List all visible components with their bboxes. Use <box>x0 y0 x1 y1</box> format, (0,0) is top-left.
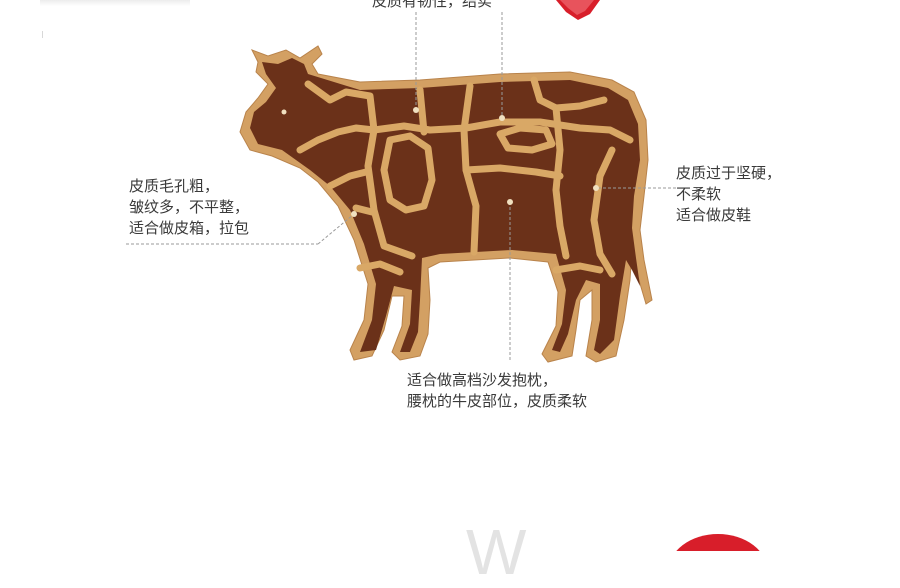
cow-diagram <box>126 0 760 551</box>
marker-dots <box>281 107 599 217</box>
watermark-text: W <box>466 516 526 588</box>
top-left-fragment <box>40 0 190 6</box>
label-left: 皮质毛孔粗， 皱纹多，不平整， 适合做皮箱，拉包 <box>129 177 250 237</box>
label-top: 皮质有韧性，结实 <box>372 0 493 10</box>
label-right: 皮质过于坚硬， 不柔软 适合做皮鞋 <box>676 164 782 224</box>
red-circle-fragment <box>676 534 760 551</box>
leader-lines <box>126 12 690 360</box>
cut-seams <box>296 76 634 278</box>
label-bottom: 适合做高档沙发抱枕， 腰枕的牛皮部位，皮质柔软 <box>407 371 588 410</box>
decorative-tick <box>42 31 43 38</box>
